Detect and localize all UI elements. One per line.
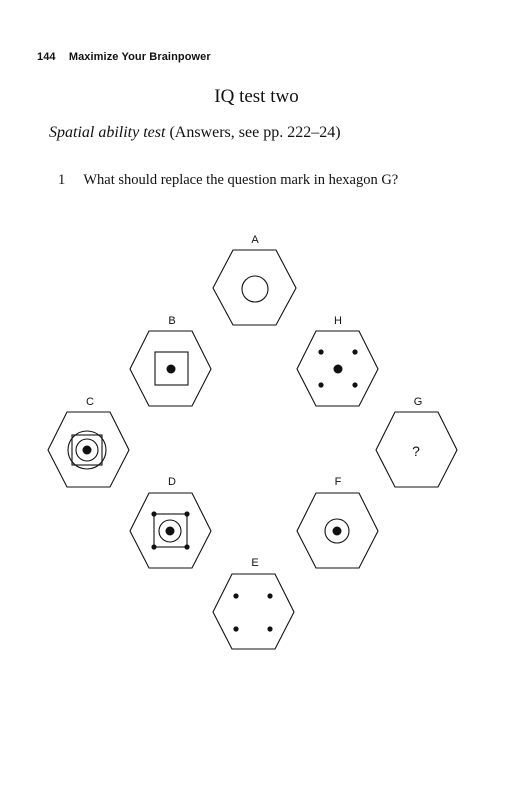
hexagon-c-label: C: [86, 396, 94, 408]
center-dot: [82, 445, 92, 455]
hexagon-a-outline: [212, 249, 297, 326]
section-title: Spatial ability test: [49, 124, 166, 141]
corner-dot: [318, 382, 324, 388]
answers-note: (Answers, see pp. 222–24): [169, 124, 341, 141]
corner-dot: [151, 511, 157, 517]
hexagon-g-label: G: [414, 396, 423, 408]
square-symbol: [154, 351, 189, 386]
hexagon-b: B: [129, 315, 212, 407]
corner-dot: [318, 349, 324, 355]
question-number: 1: [58, 172, 66, 188]
hexagon-a-label: A: [251, 234, 259, 246]
hexagon-h-label: H: [334, 315, 342, 327]
corner-dot: [352, 382, 358, 388]
square-symbol: [71, 434, 103, 466]
corner-dot: [184, 544, 190, 550]
running-head: 144 Maximize Your Brainpower: [37, 51, 211, 63]
center-dot: [165, 526, 175, 536]
hexagon-c-outline: [47, 411, 130, 488]
hexagon-d-outline: [129, 492, 212, 569]
outer-circle-symbol: [67, 430, 107, 470]
section-heading: Spatial ability test (Answers, see pp. 2…: [49, 124, 341, 142]
circle-symbol: [324, 518, 350, 544]
question: 1 What should replace the question mark …: [58, 172, 398, 189]
book-title: Maximize Your Brainpower: [68, 51, 211, 63]
hexagon-e: E: [212, 557, 295, 650]
hexagon-b-label: B: [168, 315, 175, 327]
hexagon-c: C: [47, 396, 130, 488]
corner-dot: [267, 626, 273, 632]
question-mark: ?: [412, 443, 420, 459]
test-heading: IQ test two: [214, 86, 299, 107]
center-dot: [166, 364, 176, 374]
hexagon-a: A: [212, 234, 297, 326]
hexagon-f-outline: [296, 492, 379, 569]
corner-dot: [267, 593, 273, 599]
hexagon-g-outline: [375, 411, 458, 488]
page-number: 144: [37, 51, 56, 63]
corner-dot: [233, 626, 239, 632]
circle-symbol: [158, 519, 182, 543]
corner-dot: [352, 349, 358, 355]
hexagon-b-outline: [129, 330, 212, 407]
hexagon-h-outline: [296, 330, 379, 407]
corner-dot: [151, 544, 157, 550]
hexagon-f-label: F: [335, 476, 342, 488]
corner-dot: [184, 511, 190, 517]
hexagon-f: F: [296, 476, 379, 569]
question-text: What should replace the question mark in…: [83, 172, 399, 188]
circle-symbol: [241, 275, 269, 303]
hexagon-d: D: [129, 476, 212, 569]
hexagon-g: G ?: [375, 396, 458, 488]
inner-circle-symbol: [75, 438, 99, 462]
corner-dot: [233, 593, 239, 599]
hexagon-e-outline: [212, 573, 295, 650]
hexagon-d-label: D: [168, 476, 176, 488]
square-symbol: [153, 513, 188, 548]
hexagon-h: H: [296, 315, 379, 407]
center-dot: [333, 364, 343, 374]
hexagon-e-label: E: [251, 557, 258, 569]
center-dot: [332, 526, 342, 536]
